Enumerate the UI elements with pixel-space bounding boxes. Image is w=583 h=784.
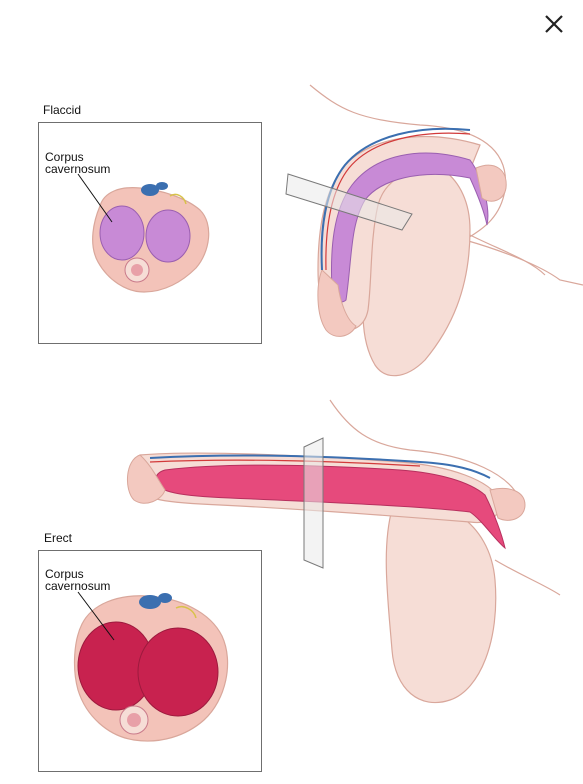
erect-side-view: [127, 399, 561, 704]
erect-callout-line2: cavernosum: [45, 579, 111, 593]
flaccid-callout-line1: Corpus: [45, 150, 84, 164]
flaccid-side-view: [285, 84, 583, 377]
flaccid-cross-section: [77, 173, 210, 293]
erect-label: Erect: [44, 531, 73, 545]
close-icon: [545, 15, 563, 33]
erect-callout-line1: Corpus: [45, 567, 84, 581]
flaccid-label: Flaccid: [43, 103, 82, 117]
flaccid-callout-line2: cavernosum: [45, 162, 111, 176]
close-button[interactable]: [538, 8, 570, 40]
erect-cross-section: [73, 591, 229, 742]
